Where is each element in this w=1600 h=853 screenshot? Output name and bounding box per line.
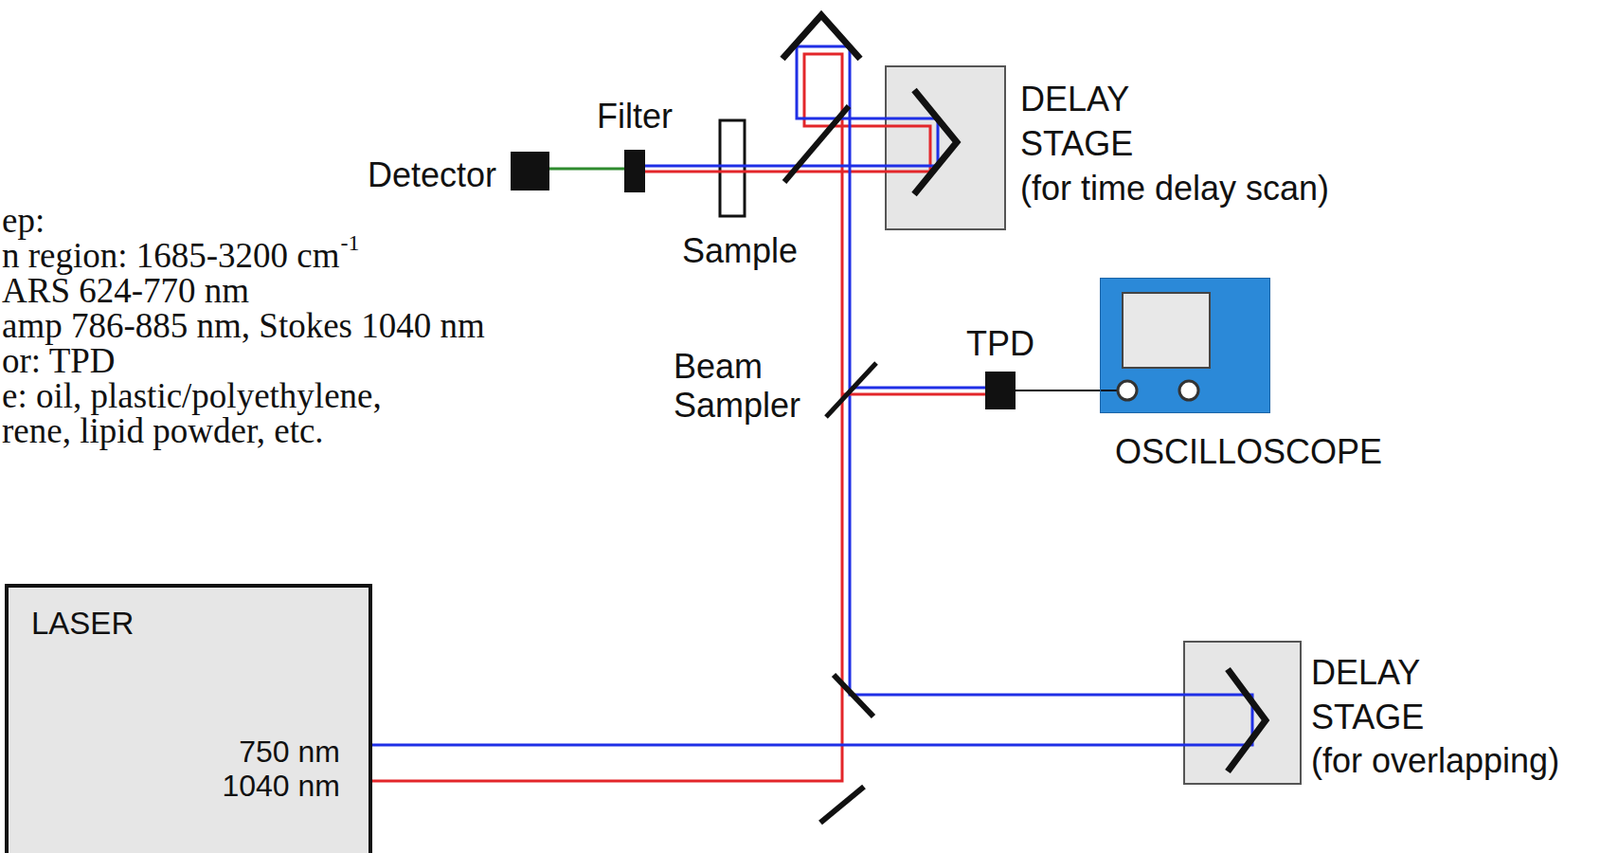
part-name: DELAY STAGE xyxy=(1020,77,1182,167)
retroreflector xyxy=(914,89,957,195)
setup-note: ep: xyxy=(1,202,45,238)
oscilloscope-box: OSCILLOSCOPE xyxy=(1099,277,1271,414)
sample-slide xyxy=(719,120,745,216)
input-connector xyxy=(1179,380,1199,400)
part-name: Sample xyxy=(682,231,798,270)
setup-note: or: TPD xyxy=(1,342,116,378)
photodiode-box: TPD xyxy=(985,371,1016,410)
mirror xyxy=(820,786,864,823)
part-name: DELAY STAGE xyxy=(1311,650,1473,740)
dichroic-mirror xyxy=(784,106,849,182)
detector-block xyxy=(510,151,550,191)
pump-sample-beam xyxy=(849,386,986,390)
scope-screen xyxy=(1122,292,1210,368)
laser-box: LASER 750 nm1040 nm xyxy=(4,583,373,853)
delay-stage-box xyxy=(885,66,1006,230)
superscript: -1 xyxy=(341,231,360,254)
setup-note: ARS 624-770 nm xyxy=(1,272,250,308)
setup-note: amp 786-885 nm, Stokes 1040 nm xyxy=(1,307,486,343)
wavelength-label: 1040 nm xyxy=(221,769,341,803)
part-name: Beam Sampler xyxy=(673,346,821,426)
pump-beam xyxy=(372,46,1253,745)
stokes-sample-beam xyxy=(842,393,986,396)
combining-mirror xyxy=(833,674,874,717)
delay-stage-box xyxy=(1184,641,1301,784)
cars-signal-beam xyxy=(549,167,625,171)
part-name: Detector xyxy=(367,155,497,195)
oscilloscope-face xyxy=(1100,278,1270,413)
wavelength-label: 750 nm xyxy=(238,735,341,769)
filter-block xyxy=(624,149,646,193)
cable-end xyxy=(1100,389,1118,392)
part-name: Filter xyxy=(596,96,673,136)
setup-note: e: oil, plastic/polyethylene, xyxy=(1,377,382,414)
node-label: OSCILLOSCOPE xyxy=(1114,431,1383,471)
setup-note: n region: 1685-3200 cm xyxy=(1,237,341,273)
part-note: (for time delay scan) xyxy=(1020,168,1330,208)
retroreflector xyxy=(782,15,861,59)
setup-note: rene, lipid powder, etc. xyxy=(1,413,324,449)
part-note: (for overlapping) xyxy=(1311,740,1560,780)
node-title: LASER xyxy=(31,606,134,641)
beam-sampler xyxy=(826,362,877,417)
input-connector xyxy=(1117,380,1137,400)
node-label: TPD xyxy=(966,323,1035,363)
retroreflector xyxy=(1227,668,1266,772)
signal-cable xyxy=(1015,389,1100,392)
